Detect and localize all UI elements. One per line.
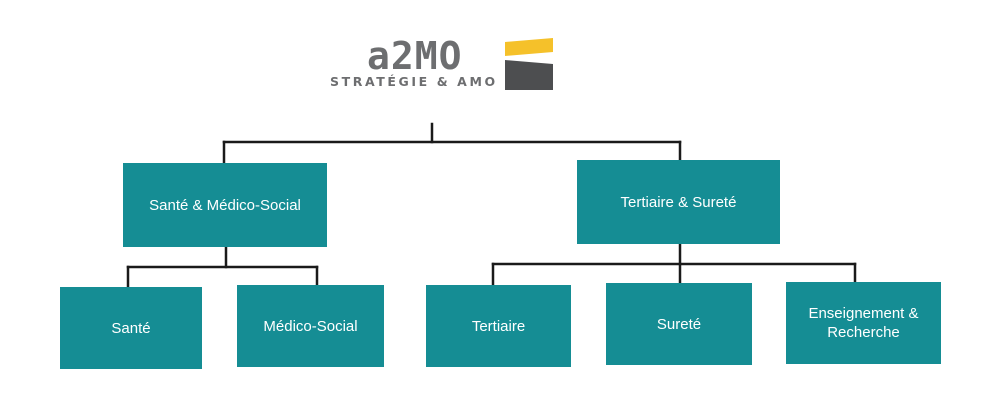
node-tertiaire: Tertiaire [426,285,571,367]
node-label: Santé & Médico-Social [149,196,301,214]
node-medico-social: Médico-Social [237,285,384,367]
node-label: Médico-Social [263,317,358,335]
node-tertiaire-surete: Tertiaire & Sureté [577,160,780,244]
logo-wordmark: a2MO [367,34,463,78]
node-label: Enseignement & Recherche [808,305,919,341]
node-label: Tertiaire [471,317,526,335]
a2mo-logo: a2MO STRATÉGIE & AMO [330,34,560,94]
node-surete: Sureté [606,283,752,365]
node-label: Santé [111,319,151,337]
node-label: Tertiaire & Sureté [620,193,737,211]
node-sante: Santé [60,287,202,369]
logo-mark-icon [505,38,553,90]
node-sante-medico-social: Santé & Médico-Social [123,163,327,247]
logo-tagline: STRATÉGIE & AMO [330,74,498,89]
node-label: Sureté [656,315,702,333]
node-enseignement-recherche: Enseignement & Recherche [786,282,941,364]
